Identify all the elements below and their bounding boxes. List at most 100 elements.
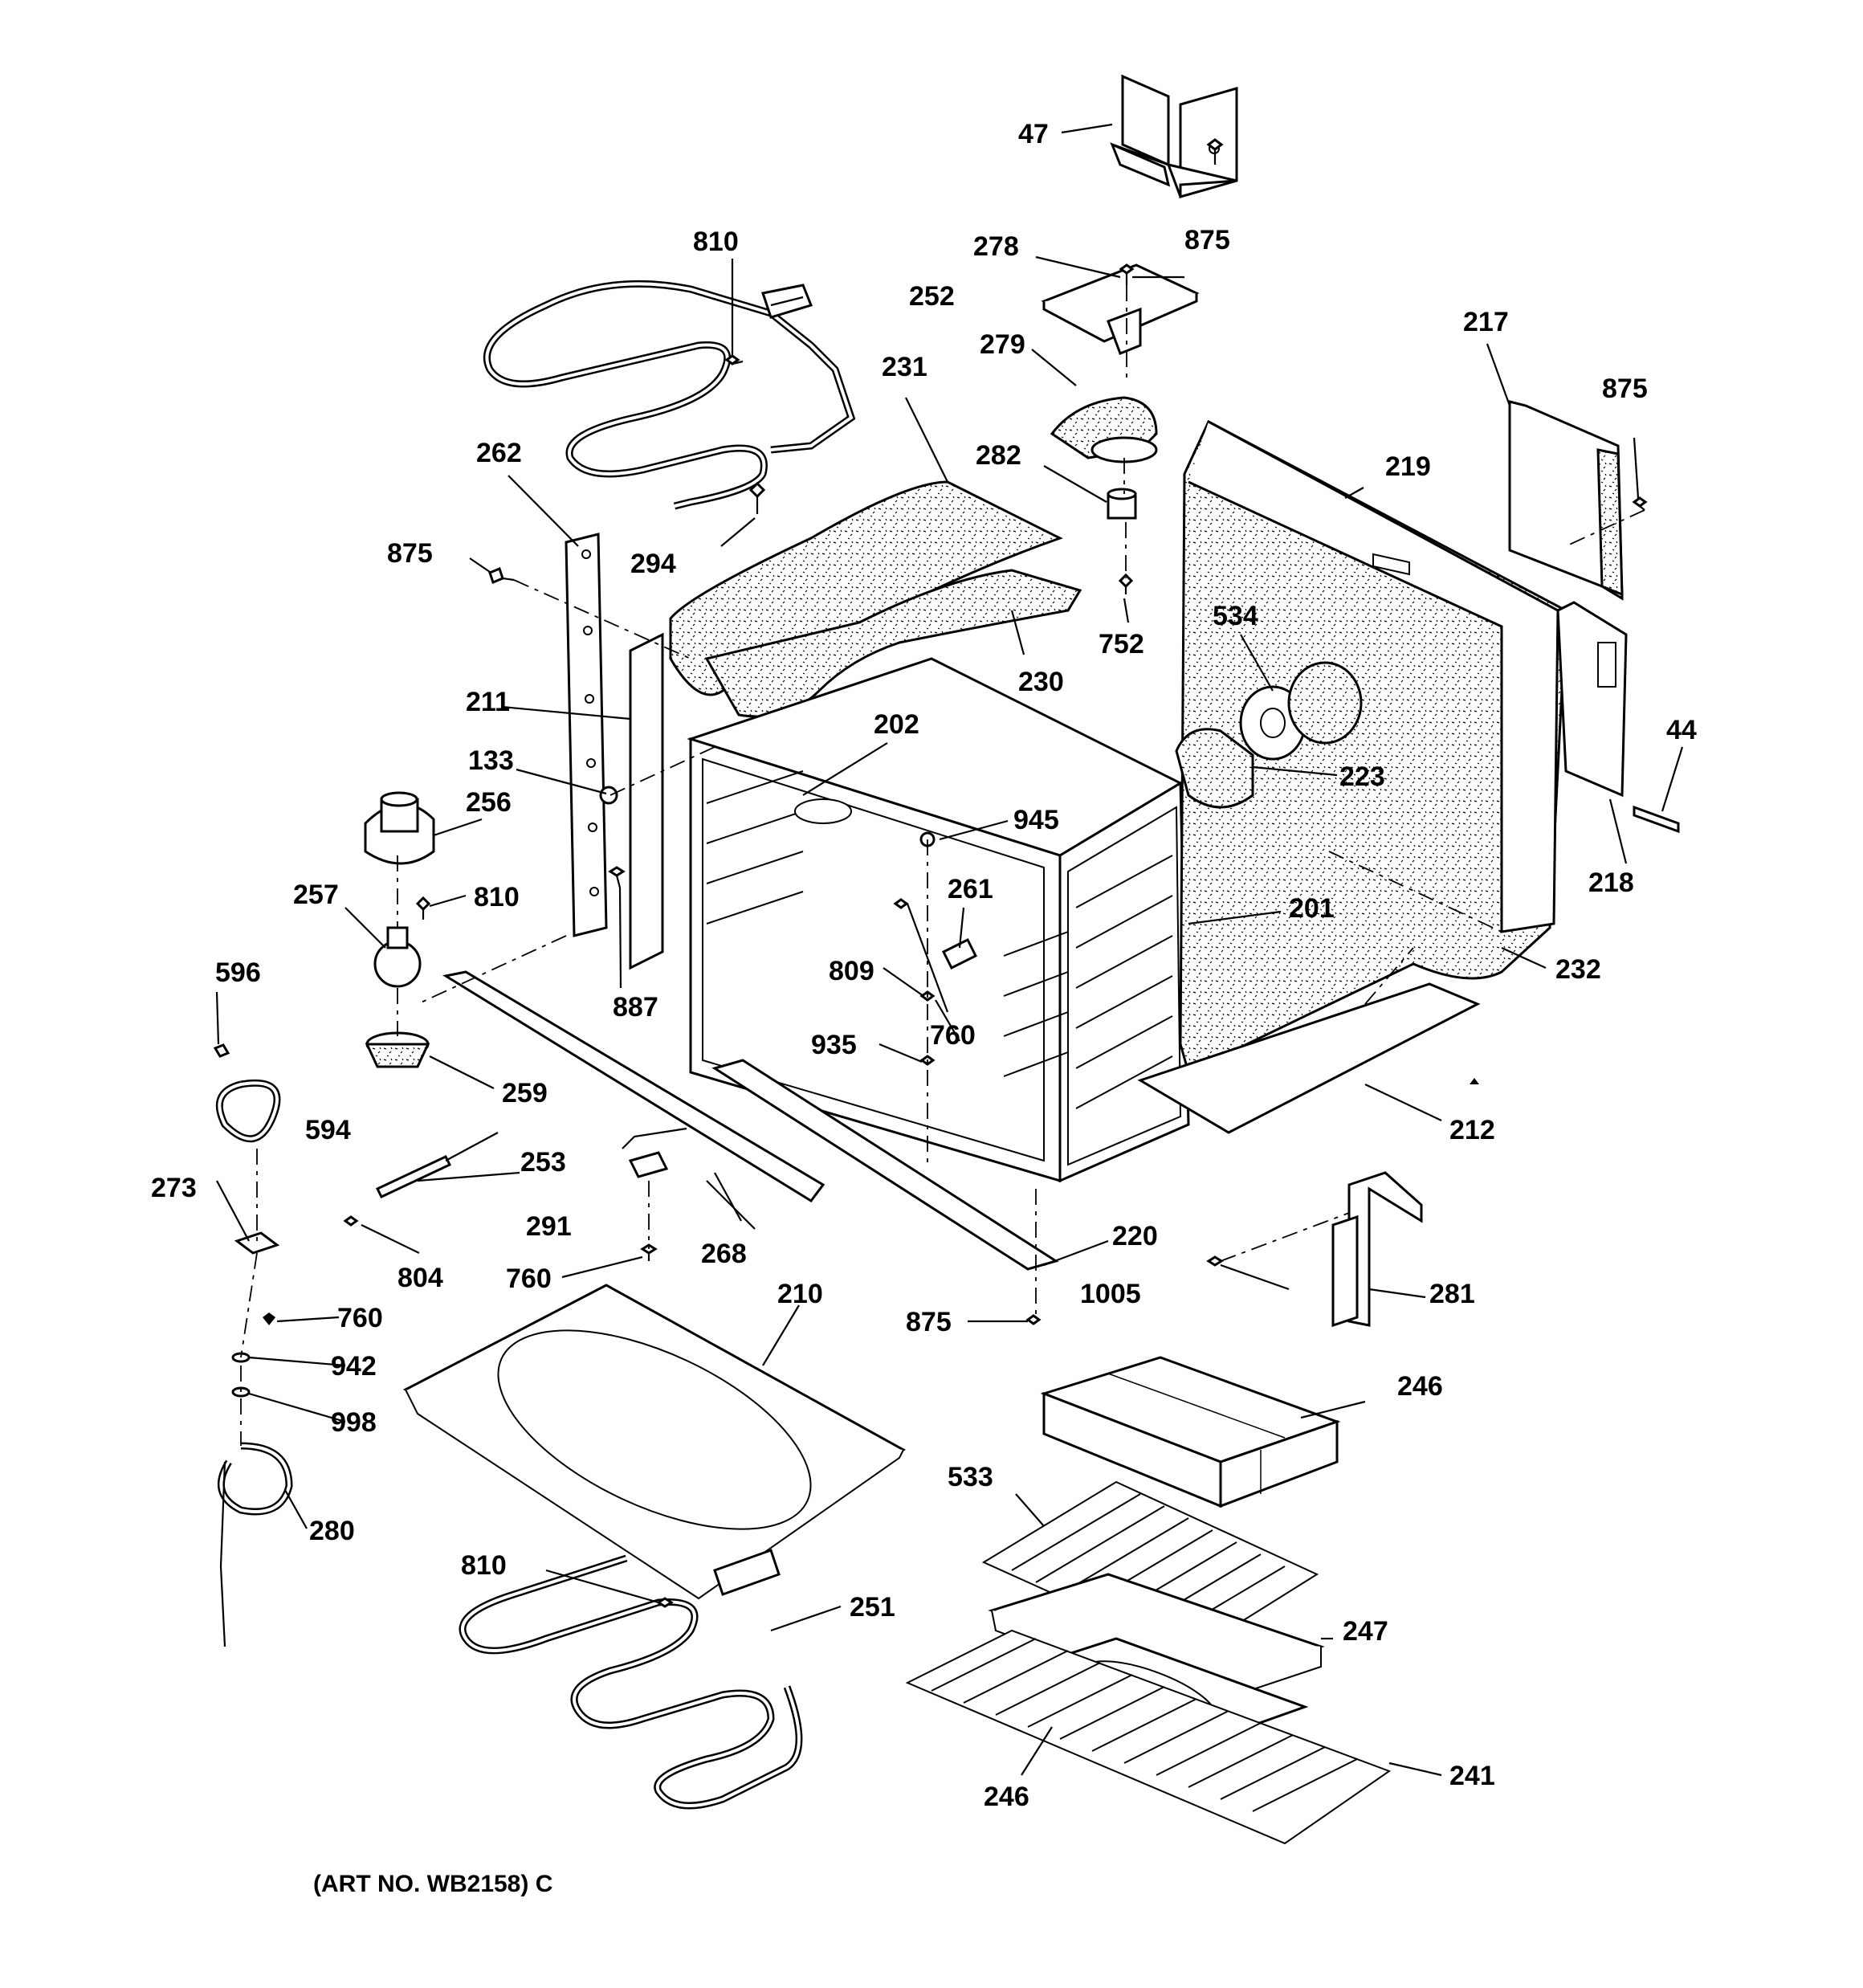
callout-232: 232 xyxy=(1555,954,1601,985)
callout-262: 262 xyxy=(476,438,522,468)
part-257-bulb xyxy=(373,926,422,988)
part-273-plate xyxy=(234,1231,280,1255)
callout-804: 804 xyxy=(397,1263,443,1293)
callout-labels: 47 875 278 810 252 231 279 217 875 282 2… xyxy=(151,119,1697,1812)
screw-810-low-icon xyxy=(656,1597,674,1608)
callout-241: 241 xyxy=(1449,1761,1495,1791)
screw-810-top-icon xyxy=(724,354,744,365)
callout-259: 259 xyxy=(502,1078,548,1108)
part-256-light-socket xyxy=(364,791,435,865)
screw-875-top-icon xyxy=(1206,138,1224,165)
part-231-230-insulation xyxy=(669,480,1082,718)
part-259-light-lens xyxy=(365,1031,430,1068)
callout-875: 875 xyxy=(1602,374,1648,404)
grommet-133-icon xyxy=(599,786,618,805)
part-44-rod xyxy=(1633,805,1680,834)
callout-273: 273 xyxy=(151,1173,197,1203)
screw-875-left-icon xyxy=(488,566,515,585)
callout-268: 268 xyxy=(701,1239,747,1269)
callout-44: 44 xyxy=(1666,715,1697,745)
callout-942: 942 xyxy=(331,1351,377,1382)
callout-281: 281 xyxy=(1429,1279,1475,1309)
part-534-223-blower xyxy=(1175,661,1363,809)
callout-752: 752 xyxy=(1099,629,1144,659)
part-211-side-panel xyxy=(629,632,664,970)
callout-294: 294 xyxy=(630,549,676,579)
callout-760: 760 xyxy=(337,1303,383,1333)
callout-251: 251 xyxy=(850,1592,895,1623)
callout-596: 596 xyxy=(215,957,261,988)
callout-533: 533 xyxy=(948,1462,993,1492)
part-252-broil-element xyxy=(483,280,856,510)
callout-760: 760 xyxy=(506,1263,552,1294)
part-278-cover xyxy=(1041,263,1200,355)
screw-760-left-icon xyxy=(263,1312,275,1325)
screw-875-278-icon xyxy=(1119,263,1135,285)
callout-246: 246 xyxy=(984,1782,1029,1812)
bracket-291-icon xyxy=(628,1151,669,1178)
callout-223: 223 xyxy=(1339,761,1385,792)
callout-279: 279 xyxy=(980,329,1025,360)
callout-534: 534 xyxy=(1213,601,1258,631)
callout-133: 133 xyxy=(468,745,514,776)
clip-596-icon xyxy=(213,1043,230,1058)
callout-218: 218 xyxy=(1588,867,1634,898)
callout-810: 810 xyxy=(693,227,739,257)
callout-887: 887 xyxy=(613,992,658,1023)
callout-220: 220 xyxy=(1112,1221,1158,1251)
callout-246: 246 xyxy=(1397,1371,1443,1402)
callout-875: 875 xyxy=(1184,225,1230,255)
screw-752-icon xyxy=(1118,573,1134,594)
callout-217: 217 xyxy=(1463,307,1509,337)
part-47-bracket xyxy=(1110,74,1238,198)
screw-887-icon xyxy=(608,866,626,888)
callout-945: 945 xyxy=(1013,805,1059,835)
callout-291: 291 xyxy=(526,1211,572,1242)
callout-256: 256 xyxy=(466,787,512,818)
callout-1005: 1005 xyxy=(1080,1279,1141,1309)
callout-252: 252 xyxy=(909,281,955,312)
part-217-control-bracket xyxy=(1508,400,1624,601)
callout-282: 282 xyxy=(976,440,1021,471)
callout-280: 280 xyxy=(309,1516,355,1546)
callout-211: 211 xyxy=(466,687,510,717)
part-279-fan-housing xyxy=(1050,396,1158,463)
part-282-fan xyxy=(1107,488,1137,520)
callout-201: 201 xyxy=(1289,893,1335,924)
screw-804-icon xyxy=(343,1215,359,1227)
leader-lines xyxy=(215,123,1684,1777)
callout-231: 231 xyxy=(882,352,927,382)
part-253-sensor xyxy=(375,1132,499,1198)
callout-253: 253 xyxy=(520,1147,566,1178)
screw-icons xyxy=(213,138,1648,1608)
part-246-box xyxy=(1040,1356,1341,1508)
callout-810: 810 xyxy=(461,1550,507,1581)
callout-875: 875 xyxy=(906,1307,952,1337)
part-280-probe xyxy=(217,1442,293,1647)
callout-935: 935 xyxy=(811,1030,857,1060)
callout-998: 998 xyxy=(331,1407,377,1438)
part-218-control-board xyxy=(1556,601,1628,798)
callout-261: 261 xyxy=(948,874,993,904)
callout-247: 247 xyxy=(1343,1616,1388,1647)
assembly-lines xyxy=(240,285,1645,1446)
callout-257: 257 xyxy=(293,880,339,910)
callout-809: 809 xyxy=(829,956,874,986)
callout-202: 202 xyxy=(874,709,919,740)
part-251-bake-element xyxy=(459,1549,803,1810)
part-241-oven-rack xyxy=(905,1629,1392,1845)
part-212-bottom-panel xyxy=(1137,982,1481,1134)
screw-809-icon xyxy=(893,898,909,909)
screw-810-mid-icon xyxy=(415,896,431,920)
callout-760: 760 xyxy=(930,1020,976,1051)
part-268-strip xyxy=(442,970,826,1202)
callout-230: 230 xyxy=(1018,667,1064,697)
callout-278: 278 xyxy=(973,231,1019,262)
callout-810: 810 xyxy=(474,882,520,912)
callout-47: 47 xyxy=(1018,119,1049,149)
callout-594: 594 xyxy=(305,1115,351,1145)
part-201-202-oven-cavity xyxy=(687,657,1190,1183)
part-281-hinge xyxy=(1331,1171,1423,1328)
screw-212-icon xyxy=(1470,1078,1479,1084)
